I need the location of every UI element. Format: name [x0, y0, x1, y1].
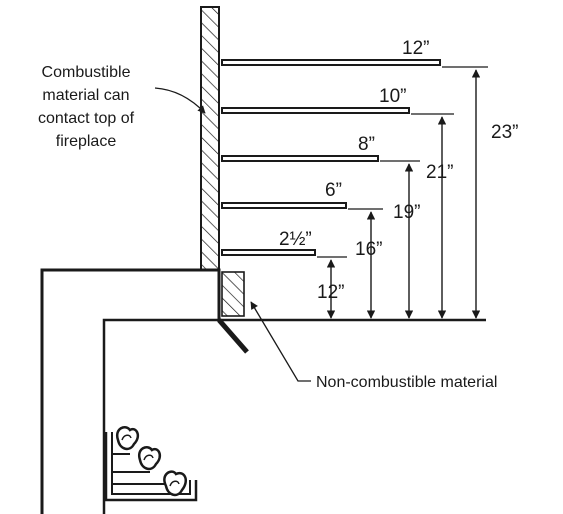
shelf-8: [221, 155, 379, 162]
shelf-10: [221, 107, 410, 114]
height-label-16: 16”: [355, 239, 382, 260]
dimension-lines: [326, 69, 481, 319]
height-label-12: 12”: [317, 282, 344, 303]
combustible-note-line-2: material can: [42, 87, 129, 104]
log-grate-illustration: [104, 426, 198, 502]
depth-label-2-5: 2½”: [279, 229, 312, 250]
combustible-note-line-1: Combustible: [42, 64, 131, 81]
fireplace-outline: [40, 268, 486, 514]
depth-label-8: 8”: [358, 134, 375, 155]
shelf-6: [221, 202, 347, 209]
depth-labels: 12” 10” 8” 6” 2½”: [279, 38, 429, 250]
extension-lines: [317, 66, 488, 258]
depth-label-10: 10”: [379, 86, 406, 107]
noncombustible-leader: [250, 301, 311, 382]
depth-label-6: 6”: [325, 180, 342, 201]
shelves: [221, 59, 441, 256]
shelf-12: [221, 59, 441, 66]
height-label-23: 23”: [491, 122, 518, 143]
noncombustible-block: [221, 271, 245, 317]
height-label-21: 21”: [426, 162, 453, 183]
combustible-note-line-3: contact top of: [38, 110, 135, 127]
noncombustible-note: Non-combustible material: [250, 301, 497, 391]
depth-label-12: 12”: [402, 38, 429, 59]
combustible-leader: [154, 87, 206, 114]
shelf-2-5: [221, 249, 316, 256]
height-labels: 23” 21” 19” 16” 12”: [317, 122, 518, 303]
combustible-wall: [200, 6, 220, 271]
combustible-note-line-4: fireplace: [56, 133, 117, 150]
noncombustible-label: Non-combustible material: [316, 374, 497, 391]
height-label-19: 19”: [393, 202, 420, 223]
combustible-note: Combustible material can contact top of …: [38, 64, 206, 150]
